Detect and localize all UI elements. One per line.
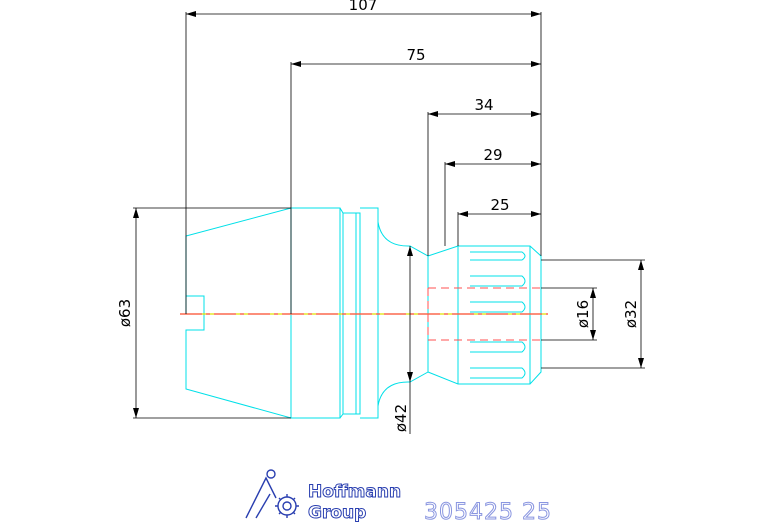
dimension-arrows	[133, 11, 644, 418]
part-number: 305425 25	[424, 500, 552, 523]
dim-label-29: 29	[483, 146, 502, 164]
brand-name-line1: Hoffmann	[308, 482, 401, 502]
dim-label-75: 75	[406, 46, 425, 64]
hoffmann-group-logo: Hoffmann Group	[245, 469, 402, 523]
dim-label-dia-16: ø16	[574, 300, 592, 328]
tool-holder-outline	[185, 207, 542, 419]
logo-figure-icon	[245, 469, 299, 519]
brand-name-line2: Group	[308, 503, 366, 523]
dim-label-dia-63: ø63	[116, 299, 134, 327]
dim-label-25: 25	[490, 196, 509, 214]
dim-label-34: 34	[474, 96, 493, 114]
dim-label-dia-42: ø42	[392, 404, 410, 432]
dimension-lines	[133, 12, 645, 434]
dim-label-107: 107	[349, 0, 378, 14]
dim-label-dia-32: ø32	[622, 300, 640, 328]
